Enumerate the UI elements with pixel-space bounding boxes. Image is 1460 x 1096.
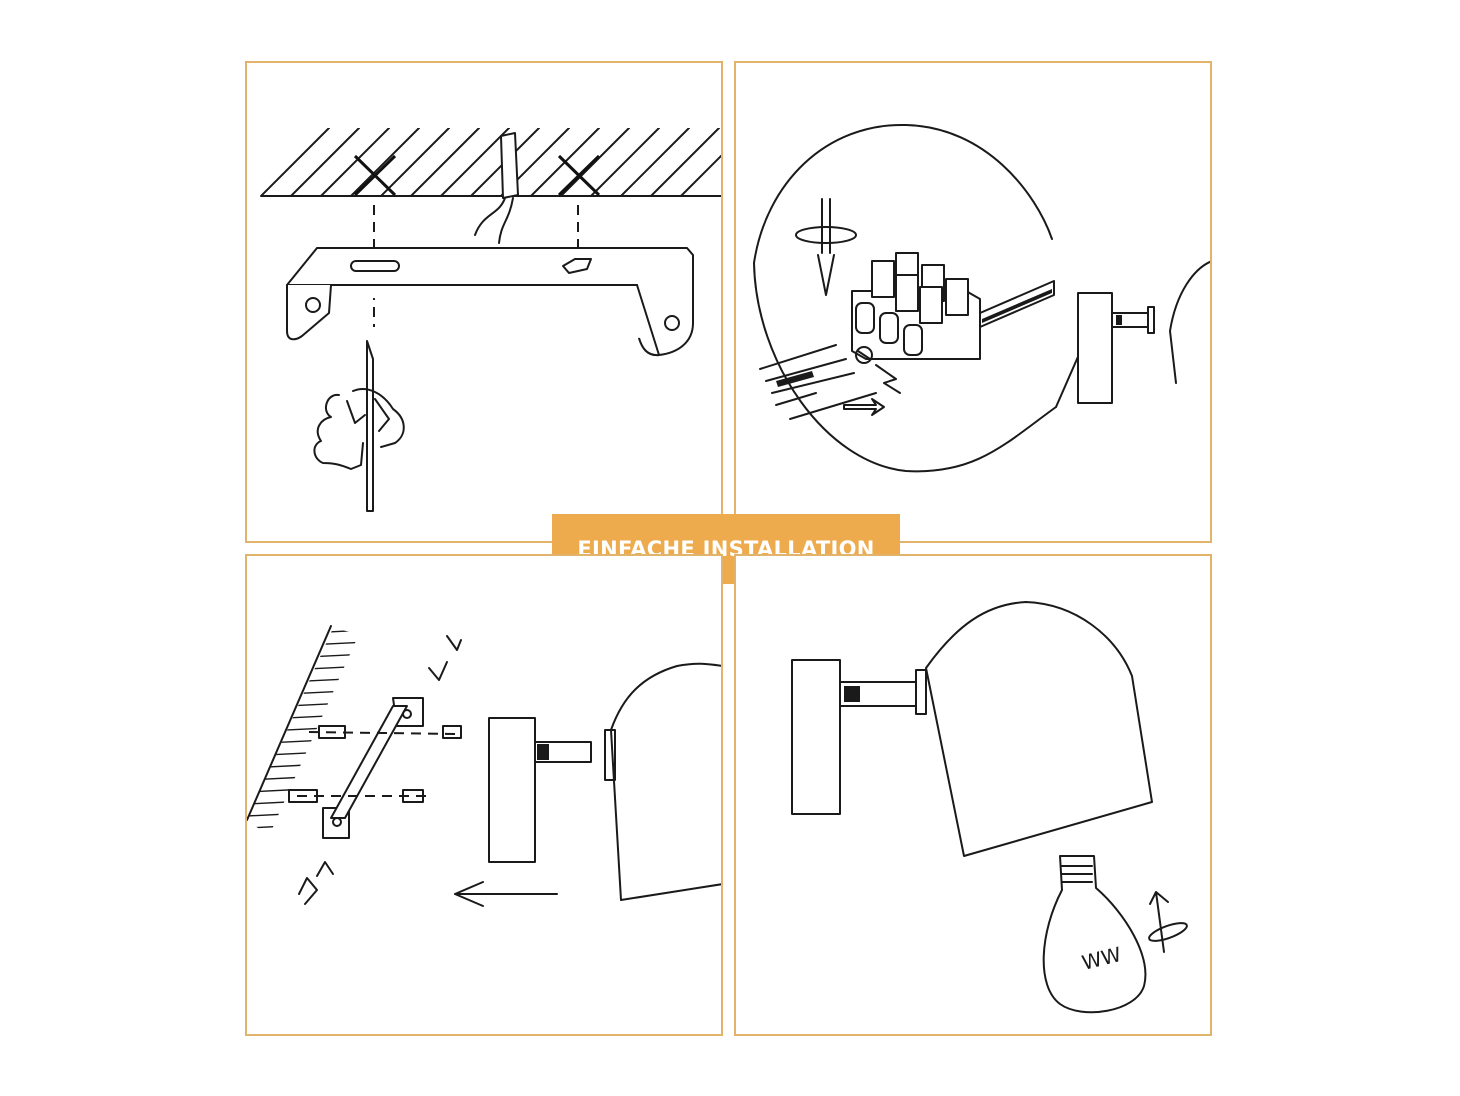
terminal-block: [851, 252, 1055, 360]
insert-arrow-icon: [843, 398, 885, 416]
lamp-shade-partial: [1169, 260, 1210, 384]
magnifier-circle-top: [753, 123, 1053, 264]
slide-arrow-icon: [454, 881, 558, 907]
rotate-screw-arrow-icon: [795, 198, 857, 296]
mount-screw: [839, 669, 927, 715]
guide-line-top: [308, 731, 458, 735]
lamp-body: [488, 662, 721, 901]
drill-mark-left: [353, 154, 397, 197]
step-1-mark-holes-panel: [245, 61, 723, 543]
hand-with-pencil-icon: [313, 340, 405, 512]
cable-wires: [759, 344, 877, 420]
ceiling-hatch: [261, 128, 721, 196]
step-3-diagram: [247, 625, 721, 907]
step-3-mount-bracket-panel: [245, 554, 723, 1036]
step-2-wiring-panel: [734, 61, 1212, 543]
lightning-icon: [875, 364, 901, 394]
screw-icon: [298, 635, 462, 905]
drill-mark-right: [557, 154, 601, 197]
rotate-bulb-arrow-icon: [1148, 891, 1188, 953]
wall-plate: [1077, 292, 1113, 404]
step-4-diagram: WW: [791, 601, 1188, 1014]
wall-bracket: [322, 697, 424, 839]
light-bulb-icon: WW: [1042, 855, 1147, 1014]
screw-icon: [855, 346, 873, 364]
mount-screw: [1111, 306, 1155, 334]
wall-plug-icon: [288, 725, 346, 803]
wall-plate: [791, 659, 841, 815]
mounting-bracket: [286, 247, 694, 357]
step-4-insert-bulb-panel: WW: [734, 554, 1212, 1036]
lamp-shade: [925, 601, 1153, 857]
step-1-diagram: [260, 128, 721, 512]
magnifier-circle-bottom: [753, 262, 1057, 473]
step-2-diagram: [753, 123, 1210, 473]
wall-line: [247, 625, 332, 821]
ceiling-wire: [474, 132, 519, 244]
